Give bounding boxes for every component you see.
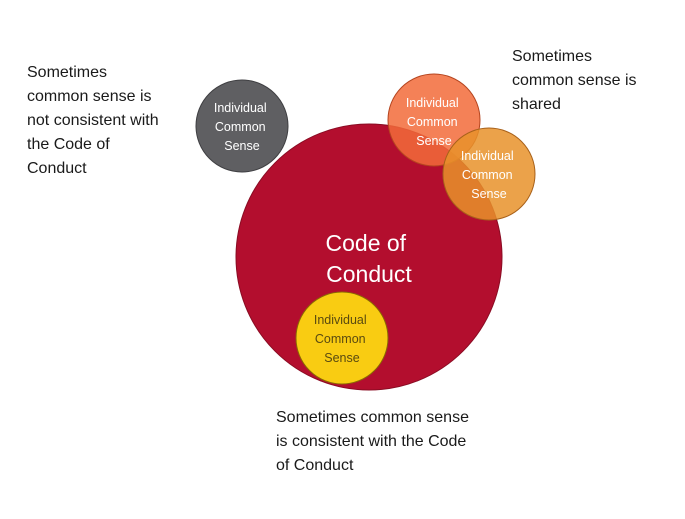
amber-bubble-line-1: Individual (461, 149, 514, 163)
yellow-bubble-line-1: Individual (314, 313, 367, 327)
amber-bubble-line-3: Sense (471, 187, 506, 201)
note-consistent: Sometimes common sense is consistent wit… (276, 409, 469, 474)
yellow-bubble-line-2: Common (315, 332, 366, 346)
amber-bubble-label: Individual Common Sense (461, 149, 517, 201)
gray-bubble-line-3: Sense (224, 139, 259, 153)
note-inconsistent: Sometimes common sense is not consistent… (27, 64, 159, 177)
yellow-bubble-label: Individual Common Sense (314, 313, 370, 365)
gray-bubble-line-2: Common (215, 120, 266, 134)
code-of-conduct-line-2: Conduct (326, 261, 412, 287)
gray-bubble-label: Individual Common Sense (214, 101, 270, 153)
gray-bubble-line-1: Individual (214, 101, 267, 115)
orange-bubble-line-3: Sense (416, 134, 451, 148)
amber-bubble-line-2: Common (462, 168, 513, 182)
consistent-common-sense-circle (295, 291, 389, 385)
code-of-conduct-line-1: Code of (326, 230, 407, 256)
orange-bubble-line-2: Common (407, 115, 458, 129)
yellow-bubble-line-3: Sense (324, 351, 359, 365)
note-shared: Sometimes common sense is shared (512, 48, 637, 113)
shared-common-sense-circle-2 (442, 127, 536, 221)
orange-bubble-line-1: Individual (406, 96, 459, 110)
code-of-conduct-label: Code of Conduct (326, 230, 413, 287)
orange-bubble-label: Individual Common Sense (406, 96, 462, 148)
inconsistent-common-sense-circle (195, 79, 289, 173)
